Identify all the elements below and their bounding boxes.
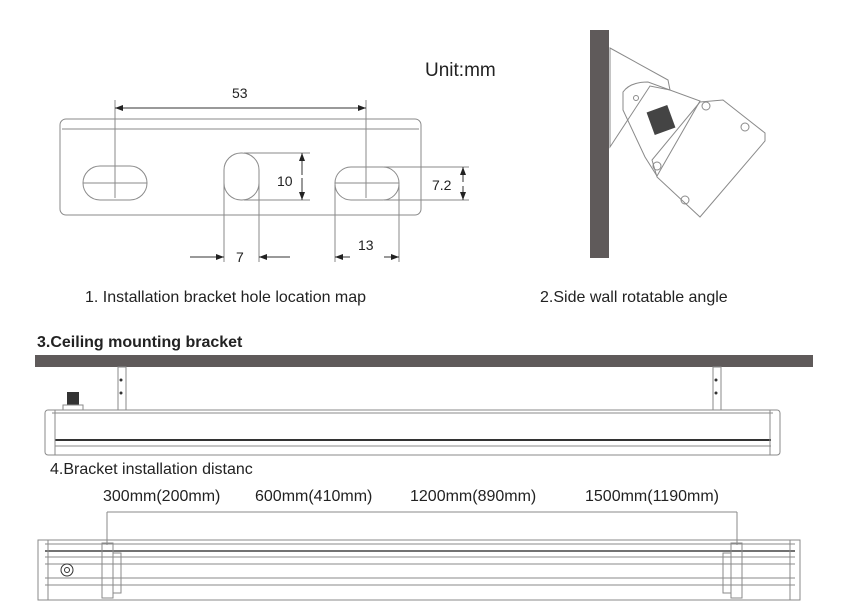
distance-1200: 1200mm(890mm) xyxy=(410,488,536,505)
dim-7: 7 xyxy=(236,249,244,265)
section3-title: 3.Ceiling mounting bracket xyxy=(37,334,243,351)
bracket-hole-map: 53 10 7.2 7 13 xyxy=(59,85,469,265)
side-wall-diagram xyxy=(590,30,766,258)
wall xyxy=(590,30,609,258)
section2-caption: 2.Side wall rotatable angle xyxy=(540,289,728,306)
bracket-distance-diagram xyxy=(37,511,801,601)
distance-300: 300mm(200mm) xyxy=(103,488,220,505)
distance-list: 300mm(200mm) 600mm(410mm) 1200mm(890mm) … xyxy=(103,488,719,505)
center-hole xyxy=(223,152,260,201)
section4-title: 4.Bracket installation distanc xyxy=(50,461,253,478)
dim-7-2: 7.2 xyxy=(432,177,452,193)
cable-gland-icon xyxy=(60,563,74,577)
ceiling-mount-diagram xyxy=(35,355,813,456)
hinge-icon xyxy=(646,104,676,136)
unit-label: Unit:mm xyxy=(425,60,496,81)
cable-gland-icon xyxy=(67,392,79,405)
dim-53: 53 xyxy=(232,85,248,101)
distance-600: 600mm(410mm) xyxy=(255,488,372,505)
dim-13: 13 xyxy=(358,237,374,253)
dim-10: 10 xyxy=(277,173,293,189)
section1-caption: 1. Installation bracket hole location ma… xyxy=(85,289,366,306)
ceiling xyxy=(35,355,813,367)
distance-1500: 1500mm(1190mm) xyxy=(585,488,719,505)
